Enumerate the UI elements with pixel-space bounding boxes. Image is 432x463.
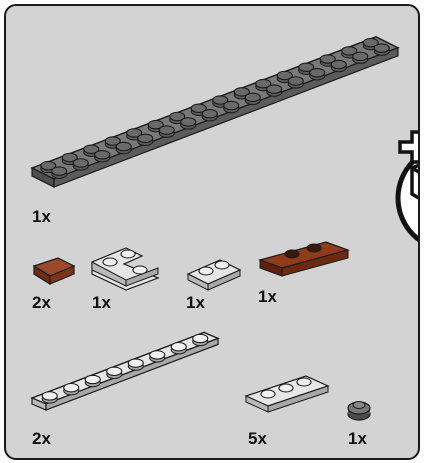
- quantity-label: 1x: [348, 430, 367, 447]
- plate-l-light-gray: [86, 234, 176, 294]
- plate-1x3-light-gray: [242, 366, 334, 420]
- round-plate-1x1-dark-gray: [344, 394, 374, 424]
- quantity-label: 1x: [32, 208, 51, 225]
- plate-1x2-light-gray: [184, 252, 246, 294]
- parts-list-panel: 1x 2x 1x 1x 1: [4, 4, 420, 460]
- quantity-label: 5x: [248, 430, 267, 447]
- add-brick-icon: [392, 128, 420, 258]
- tile-1x1-reddish-brown: [30, 254, 78, 288]
- quantity-label: 1x: [186, 294, 205, 311]
- plate-2x16-dark-gray: [26, 20, 420, 210]
- plate-1x8-light-gray: [26, 322, 232, 414]
- plate-1x3-jumper-reddish-brown: [256, 234, 352, 288]
- quantity-label: 1x: [258, 288, 277, 305]
- quantity-label: 2x: [32, 430, 51, 447]
- quantity-label: 2x: [32, 294, 51, 311]
- quantity-label: 1x: [92, 294, 111, 311]
